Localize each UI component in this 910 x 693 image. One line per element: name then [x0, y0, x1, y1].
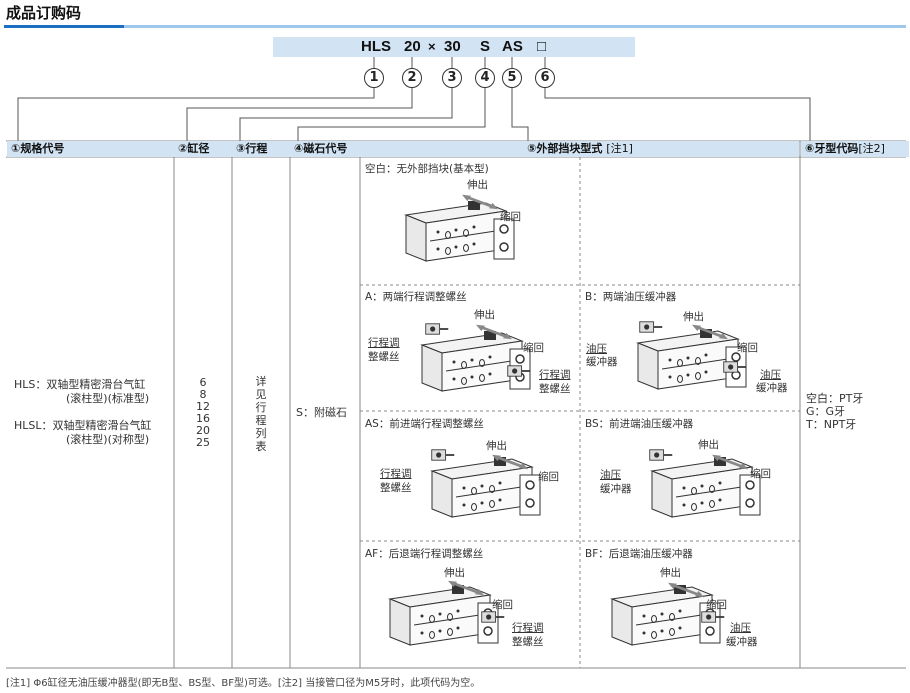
retract-label: 缩回 [500, 211, 521, 223]
stroke-arrow-icon [448, 578, 484, 598]
bore-value: 6 [199, 376, 207, 389]
code-bore: 20 [404, 38, 421, 55]
extend-label: 伸出 [474, 309, 495, 321]
circle-2: 2 [402, 68, 422, 88]
panel-bs-label: BS：前进端油压缓冲器 [585, 418, 694, 430]
adjust-screw-label: 整螺丝 [539, 383, 571, 395]
header-stopper: ⑤外部挡块型式 [注1] [361, 141, 799, 157]
thread-g: G：G牙 [806, 405, 846, 418]
stroke-arrow-icon [668, 580, 704, 600]
retract-label: 缩回 [706, 599, 727, 611]
shock-absorber-icon [638, 318, 664, 336]
bore-value: 20 [196, 424, 210, 437]
bore-value: 16 [196, 412, 210, 425]
stroke-arrow-icon [492, 452, 528, 472]
spec-hls: HLS：双轴型精密滑台气缸 [14, 378, 146, 391]
panel-af-label: AF：后退端行程调整螺丝 [365, 548, 484, 560]
adjust-screw-icon [506, 362, 532, 380]
bore-value: 12 [196, 400, 210, 413]
magnet-option: S：附磁石 [296, 406, 347, 419]
extend-label: 伸出 [444, 567, 465, 579]
shock-absorber-label: 油压 [600, 469, 621, 481]
code-stroke: 30 [444, 38, 461, 55]
retract-label: 缩回 [523, 342, 544, 354]
extend-label: 伸出 [660, 567, 681, 579]
stroke-char: 列 [255, 427, 267, 440]
panel-blank-label: 空白：无外部挡块(基本型) [365, 163, 489, 175]
stroke-char: 程 [255, 414, 267, 427]
shock-absorber-label: 油压 [760, 369, 781, 381]
title-underline [4, 25, 906, 28]
adjust-screw-label: 整螺丝 [380, 482, 412, 494]
stroke-char: 见 [255, 388, 267, 401]
bore-value: 8 [199, 388, 207, 401]
footnote: [注1] Φ6缸径无油压缓冲器型(即无B型、BS型、BF型)可选。[注2] 当接… [6, 678, 481, 689]
header-thread: ⑥牙型代码[注2] [801, 141, 909, 157]
shock-absorber-label: 缓冲器 [586, 356, 618, 368]
order-code-bar [273, 37, 635, 57]
shock-absorber-label: 缓冲器 [726, 636, 758, 648]
code-stopper: AS [502, 38, 523, 55]
panel-b-label: B：两端油压缓冲器 [585, 291, 677, 303]
shock-absorber-icon [648, 446, 674, 464]
adjust-screw-label: 行程调 [512, 622, 544, 634]
circle-3: 3 [442, 68, 462, 88]
header-magnet: ④磁石代号 [291, 141, 362, 157]
circle-1: 1 [364, 68, 384, 88]
shock-absorber-label: 油压 [586, 343, 607, 355]
spec-hlsl-type: (滚柱型)(对称型) [66, 433, 150, 446]
panel-as-label: AS：前进端行程调整螺丝 [365, 418, 484, 430]
adjust-screw-label: 整螺丝 [368, 351, 400, 363]
stroke-char: 详 [255, 375, 267, 388]
bore-value: 25 [196, 436, 210, 449]
code-thread: □ [537, 38, 547, 55]
circle-4: 4 [475, 68, 495, 88]
retract-label: 缩回 [538, 471, 559, 483]
panel-a-label: A：两端行程调整螺丝 [365, 291, 467, 303]
code-magnet: S [480, 38, 491, 55]
code-model: HLS [361, 38, 391, 55]
stroke-char: 行 [255, 401, 267, 414]
header-spec: ①规格代号 [7, 141, 177, 157]
spec-hlsl: HLSL：双轴型精密滑台气缸 [14, 419, 152, 432]
adjust-screw-label: 行程调 [539, 369, 571, 381]
adjust-screw-label: 行程调 [368, 337, 400, 349]
thread-pt: 空白：PT牙 [806, 392, 864, 405]
shock-absorber-label: 缓冲器 [756, 382, 788, 394]
circle-6: 6 [535, 68, 555, 88]
shock-absorber-icon [722, 358, 748, 376]
stroke-arrow-icon [712, 452, 748, 472]
adjust-screw-label: 整螺丝 [512, 636, 544, 648]
page-title: 成品订购码 [6, 4, 82, 22]
adjust-screw-icon [430, 446, 456, 464]
cylinder-basic-image [398, 190, 518, 274]
adjust-screw-icon [424, 320, 450, 338]
adjust-screw-label: 行程调 [380, 468, 412, 480]
shock-absorber-label: 缓冲器 [600, 483, 632, 495]
retract-label: 缩回 [492, 599, 513, 611]
bore-list: 6 8 12 16 20 25 [174, 377, 232, 449]
retract-label: 缩回 [750, 468, 771, 480]
spec-hls-type: (滚柱型)(标准型) [66, 392, 150, 405]
header-bore: ②缸径 [175, 141, 234, 157]
circle-5: 5 [502, 68, 522, 88]
extend-label: 伸出 [486, 440, 507, 452]
extend-label: 伸出 [683, 311, 704, 323]
extend-label: 伸出 [467, 179, 488, 191]
retract-label: 缩回 [737, 342, 758, 354]
stroke-arrow-icon [476, 322, 512, 342]
stroke-char: 表 [255, 440, 267, 453]
stroke-arrow-icon [692, 322, 728, 342]
extend-label: 伸出 [698, 439, 719, 451]
stroke-note: 详 见 行 程 列 表 [232, 375, 290, 453]
panel-bf-label: BF：后退端油压缓冲器 [585, 548, 693, 560]
thread-npt: T：NPT牙 [806, 418, 857, 431]
header-stroke: ③行程 [233, 141, 292, 157]
shock-absorber-label: 油压 [730, 622, 751, 634]
code-times: × [428, 39, 436, 54]
stroke-arrow-icon [462, 192, 498, 212]
